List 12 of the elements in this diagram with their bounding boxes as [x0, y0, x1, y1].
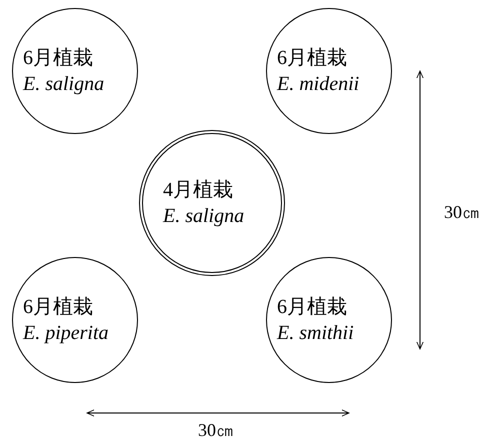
- planting-month: 4月植栽: [163, 178, 233, 203]
- planting-month: 6月植栽: [277, 46, 347, 71]
- dimension-label: 30㎝: [198, 419, 234, 441]
- species-name: E. saligna: [23, 72, 104, 97]
- planting-month: 6月植栽: [23, 295, 93, 320]
- planting-month: 6月植栽: [277, 295, 347, 320]
- species-name: E. midenii: [277, 72, 360, 97]
- species-name: E. piperita: [23, 321, 109, 346]
- species-name: E. smithii: [277, 321, 354, 346]
- planting-month: 6月植栽: [23, 46, 93, 71]
- dimension-label: 30㎝: [444, 201, 480, 224]
- species-name: E. saligna: [163, 204, 244, 229]
